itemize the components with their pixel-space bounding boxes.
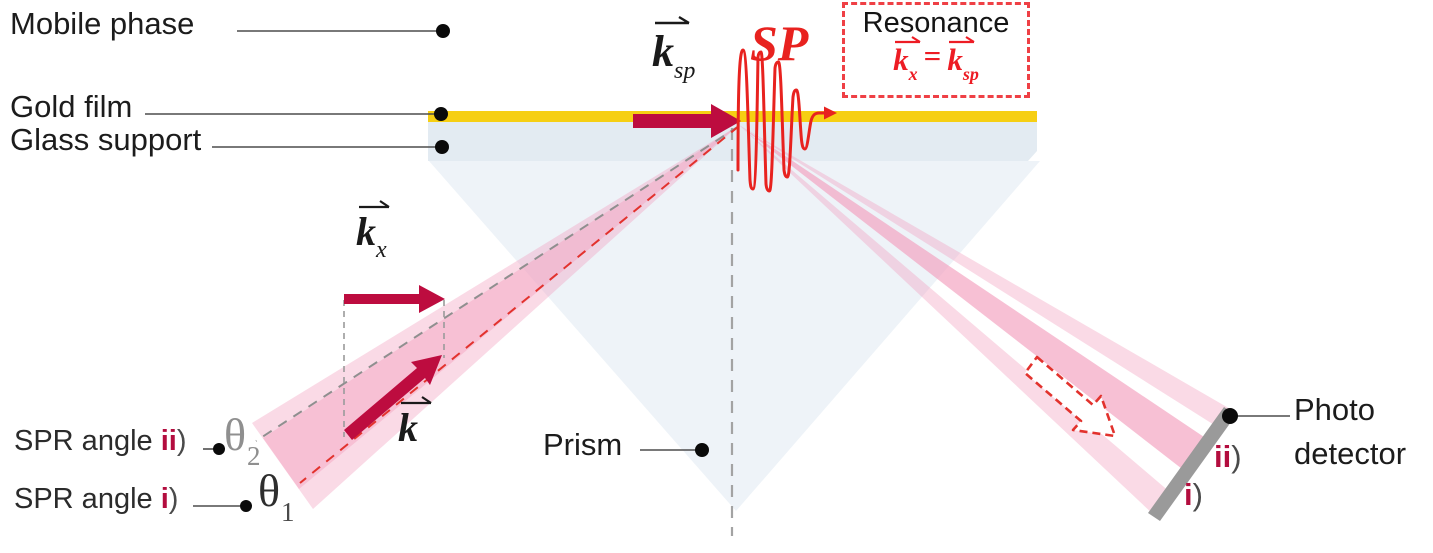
vector-arrow-icon bbox=[949, 35, 975, 43]
resonance-title: Resonance bbox=[862, 7, 1010, 39]
detector-beam-ii-label: ii) bbox=[1214, 439, 1242, 474]
incident-angle-i-dashed-line bbox=[299, 125, 740, 484]
glass-support-shape bbox=[428, 121, 1037, 161]
resonance-formula: kx= ksp bbox=[893, 35, 979, 83]
photo-detector-label-line2: detector bbox=[1294, 436, 1407, 471]
photo-detector-label-line1: Photo bbox=[1294, 392, 1376, 427]
gold-film-label: Gold film bbox=[10, 89, 133, 124]
detector-beam-i-label: i) bbox=[1184, 477, 1203, 512]
leader-dots bbox=[213, 24, 1238, 512]
prism-shape bbox=[429, 161, 1040, 511]
k-x-arrow bbox=[344, 285, 445, 313]
reflected-direction-arrow bbox=[1023, 355, 1117, 438]
k-incident-arrow bbox=[344, 355, 442, 440]
k-x-vector-label: kx bbox=[356, 200, 390, 262]
vector-arrow-icon bbox=[895, 35, 921, 43]
sp-wave bbox=[736, 48, 837, 193]
theta-1-symbol: θ1 bbox=[258, 465, 295, 527]
glass-support-label: Glass support bbox=[10, 122, 202, 157]
spr-angle-i-label: SPR angle i) bbox=[14, 483, 179, 515]
vector-arrow-icon bbox=[359, 200, 390, 209]
spr-angle-ii-label: SPR angle ii) bbox=[14, 425, 187, 457]
sp-wave-label: SP bbox=[750, 15, 809, 71]
k-vector-label: k bbox=[398, 396, 432, 448]
prism-label: Prism bbox=[543, 427, 623, 462]
photo-detector-bar bbox=[1148, 407, 1236, 521]
resonance-box: Resonance kx= ksp bbox=[842, 2, 1030, 98]
incident-angle-ii-dashed-line bbox=[255, 125, 740, 442]
k-sp-vector-label: ksp bbox=[652, 15, 695, 83]
vector-arrow-icon bbox=[401, 396, 432, 405]
leader-lines bbox=[145, 30, 1290, 507]
vector-arrow-icon bbox=[655, 15, 690, 25]
mobile-phase-label: Mobile phase bbox=[10, 6, 195, 41]
theta-2-symbol: θ2 bbox=[224, 409, 261, 471]
k-sp-arrow bbox=[633, 104, 741, 138]
